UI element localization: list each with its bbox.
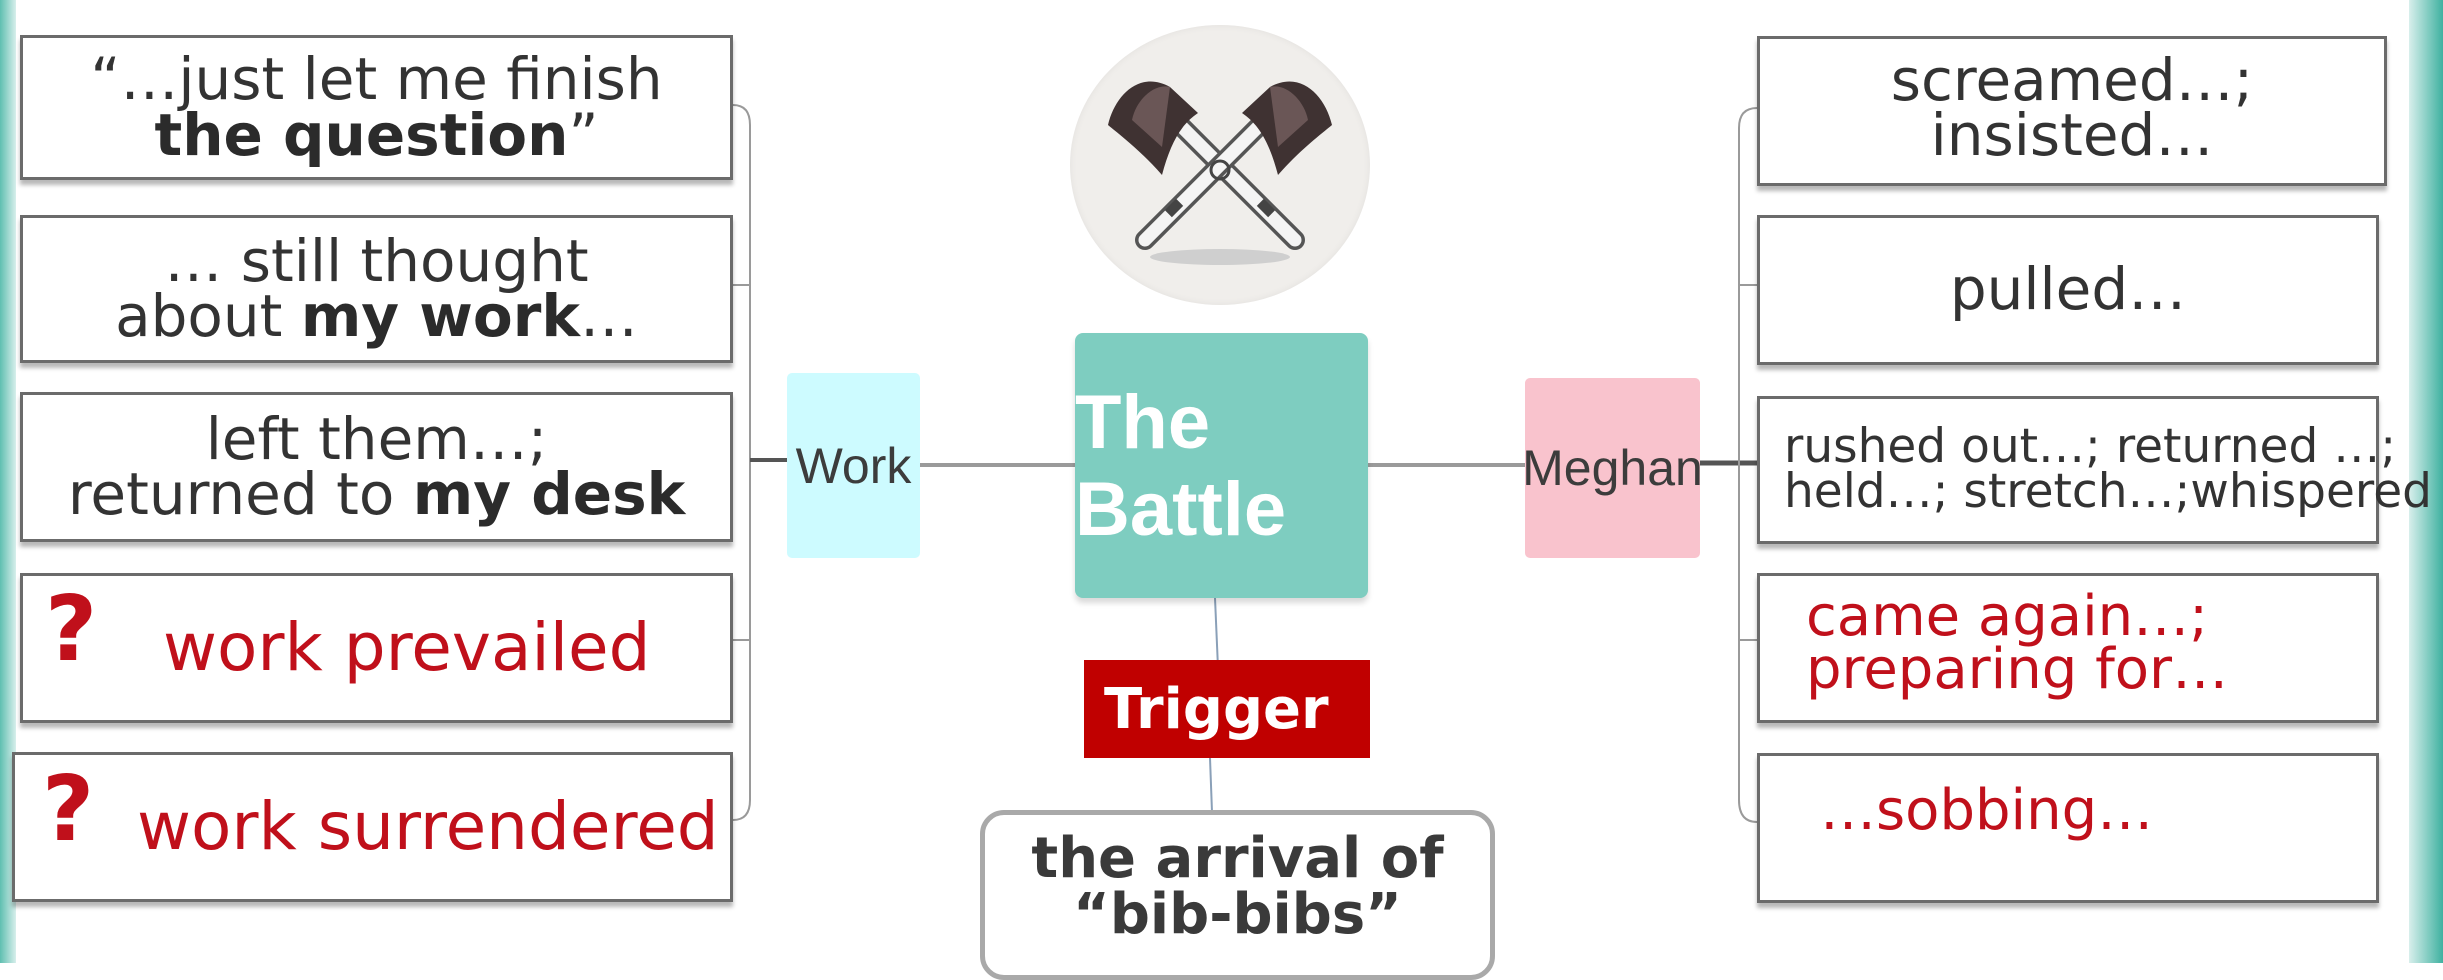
question-mark-icon: ?: [45, 577, 98, 682]
work-item-1-line-1: “…just let me finish: [90, 45, 663, 114]
right-edge-decoration: [2409, 0, 2443, 963]
emblem-circle: [1070, 25, 1370, 305]
trigger-event-line-2: “bib-bibs”: [1073, 882, 1402, 947]
work-item-2-line-1: … still thought: [164, 226, 589, 295]
meghan-item-3-line-2: held…; stretch…;whispered: [1784, 464, 2432, 519]
question-mark-icon: ?: [42, 757, 95, 862]
meghan-item-1-line-1: screamed…;: [1890, 46, 2254, 114]
meghan-node: Meghan: [1522, 378, 1703, 558]
work-item-1-line-2: the question”: [154, 100, 599, 169]
left-edge-decoration: [0, 0, 16, 963]
meghan-item-3-line-1: rushed out…; returned …;: [1784, 419, 2397, 475]
work-item-1: “…just let me finish the question”: [20, 35, 733, 180]
meghan-item-3: rushed out…; returned …; held…; stretch……: [1757, 396, 2432, 544]
trigger-event-box: the arrival of “bib-bibs”: [980, 810, 1495, 980]
work-item-2-line-2: about my work…: [115, 282, 638, 350]
work-item-5-text: work surrendered: [137, 787, 719, 865]
trigger-event-line-1: the arrival of: [1031, 826, 1444, 891]
work-item-3-line-2: returned to my desk: [67, 460, 686, 528]
meghan-item-4-line-1: came again…;: [1806, 584, 2209, 649]
work-item-2: … still thought about my work…: [20, 215, 733, 363]
work-item-4-text: work prevailed: [163, 608, 651, 686]
work-item-4: work prevailed: [20, 573, 733, 723]
meghan-item-2: pulled…: [1757, 215, 2379, 365]
trigger-label-text: Trigger: [1104, 676, 1329, 742]
meghan-item-5: …sobbing…: [1757, 753, 2379, 903]
meghan-item-4-line-2: preparing for…: [1806, 637, 2229, 703]
meghan-item-2-line-1: pulled…: [1949, 255, 2187, 324]
meghan-item-1-line-2: insisted…: [1930, 101, 2214, 170]
crossed-axes-icon: [1108, 81, 1332, 265]
meghan-node-label: Meghan: [1522, 440, 1703, 496]
meghan-item-1: screamed…; insisted…: [1757, 36, 2387, 186]
work-item-3: left them…; returned to my desk: [20, 392, 733, 542]
work-node: Work: [787, 373, 920, 558]
work-item-5: work surrendered: [12, 752, 733, 902]
meghan-item-5-line-1: …sobbing…: [1820, 778, 2154, 843]
trigger-label: Trigger: [1084, 660, 1370, 758]
center-node-title: The Battle: [1075, 379, 1287, 552]
work-node-label: Work: [795, 437, 912, 494]
work-item-3-line-1: left them…;: [205, 404, 548, 473]
meghan-item-4: came again…; preparing for…: [1757, 573, 2379, 723]
center-node-the-battle: The Battle: [1075, 333, 1368, 598]
